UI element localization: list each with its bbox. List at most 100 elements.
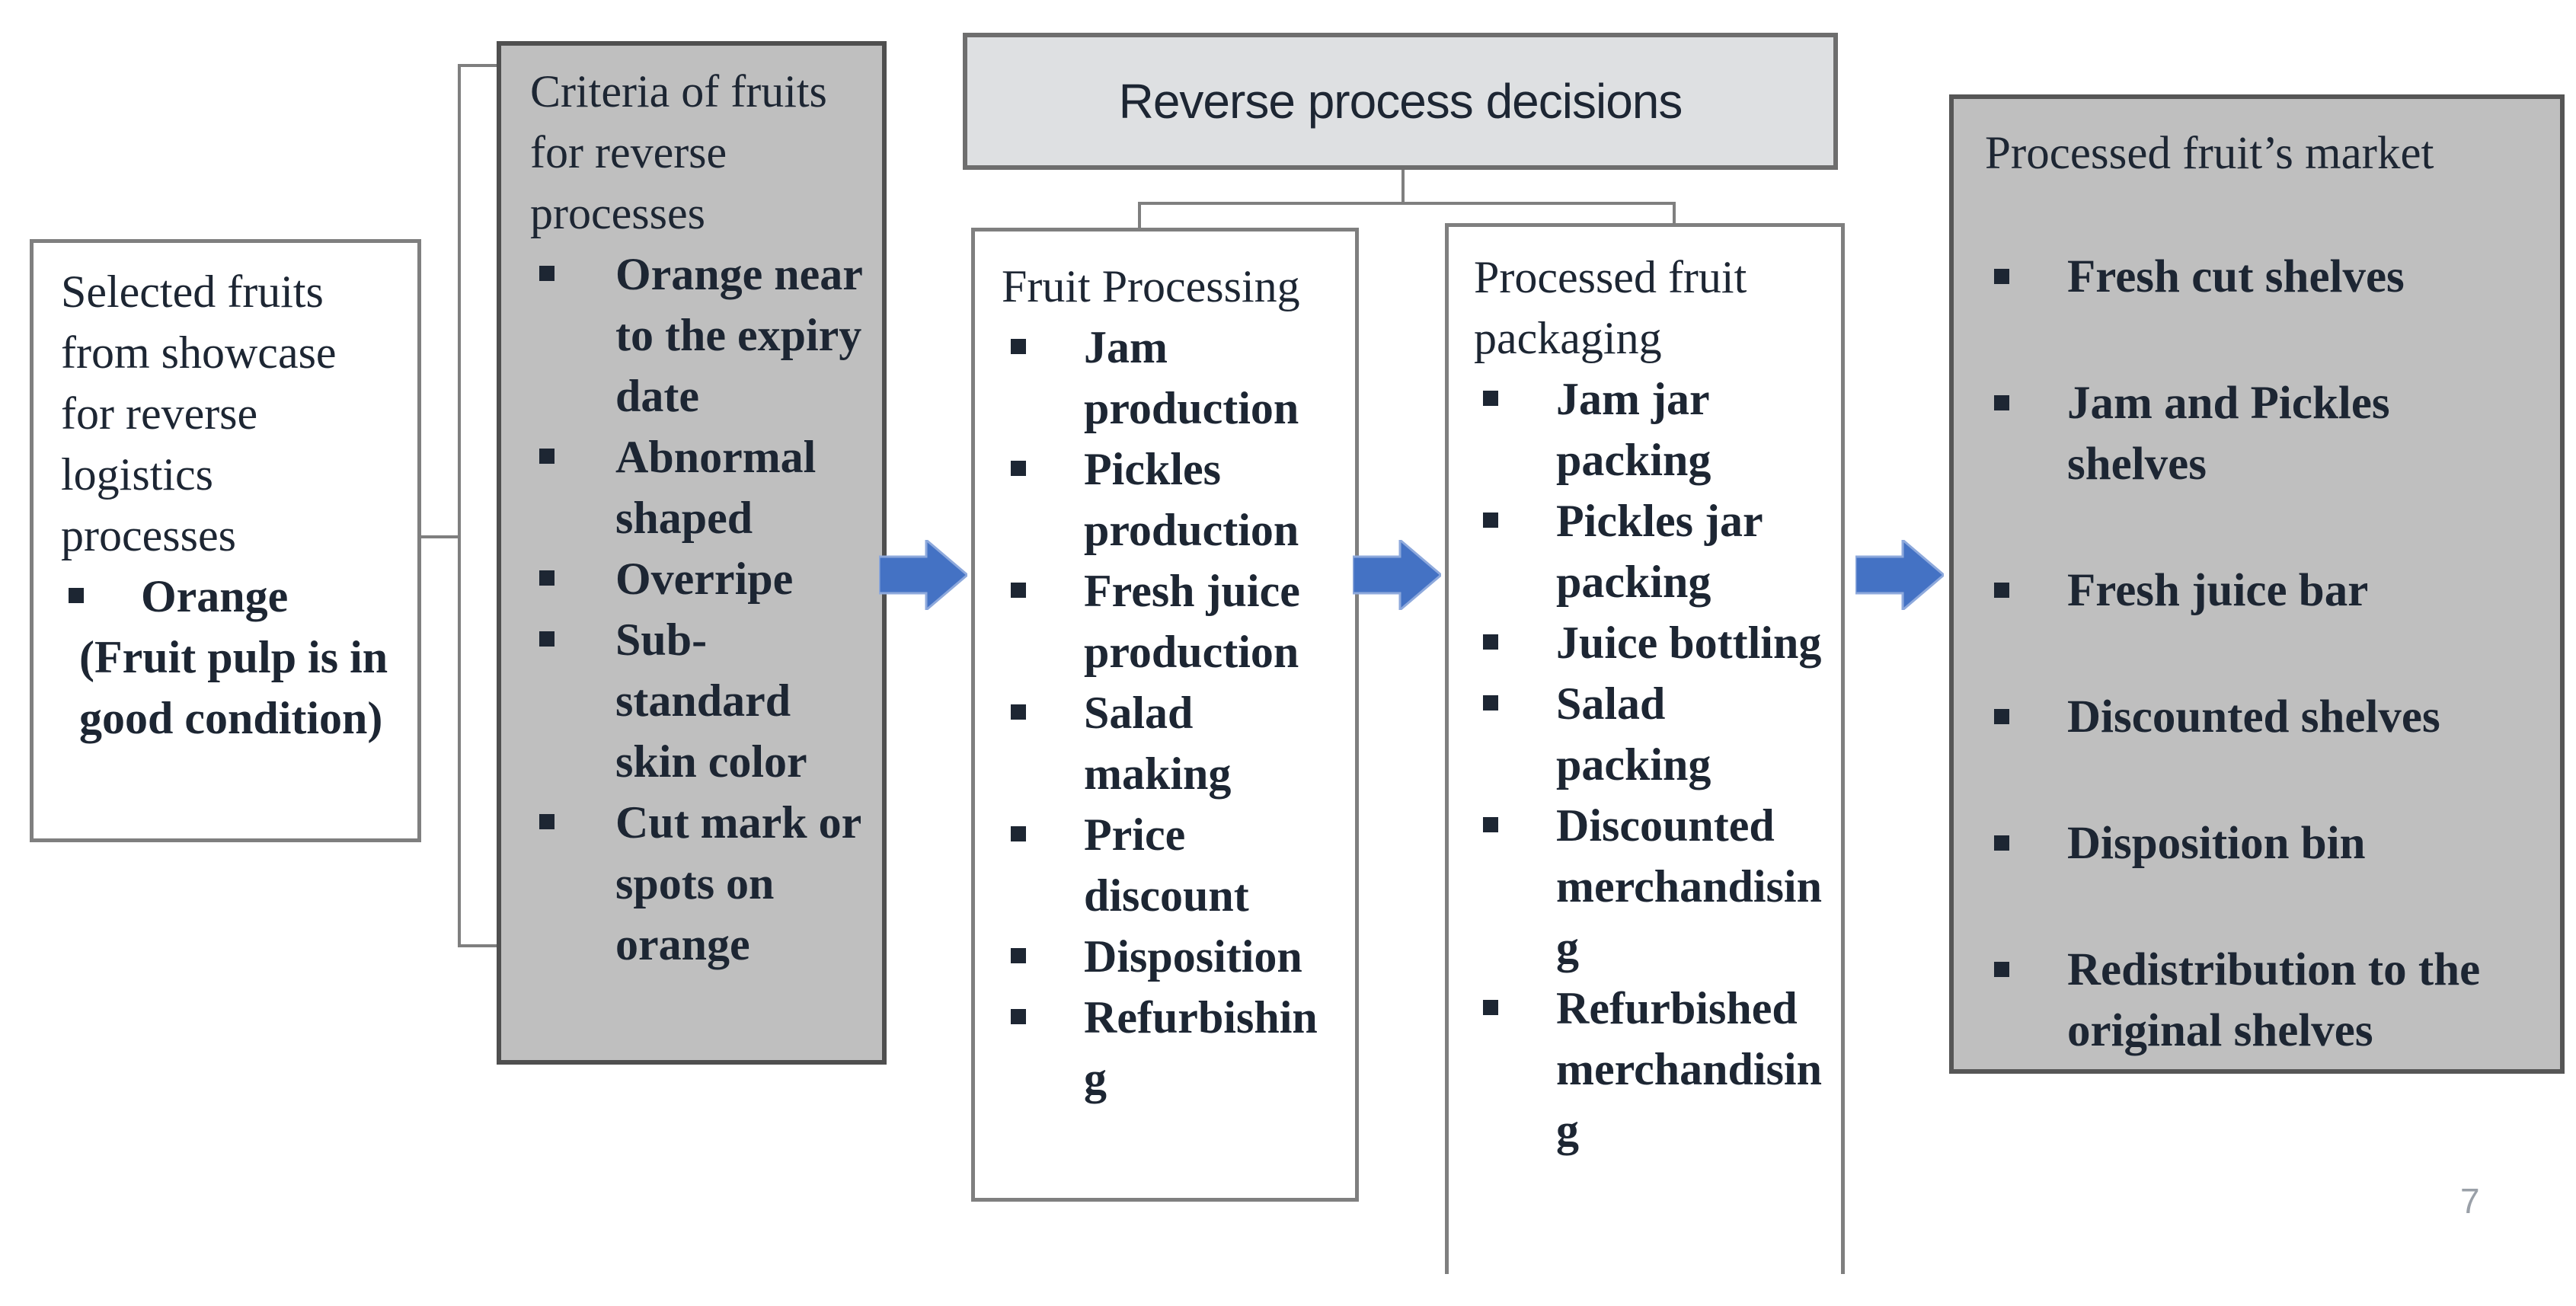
decisions-connector-horizontal xyxy=(1138,202,1676,205)
list-item: Fresh juice production xyxy=(1002,560,1328,682)
bullet-square-icon xyxy=(539,631,555,647)
slide-page-number: 7 xyxy=(2460,1181,2480,1221)
selected-fruits-box: Selected fruits from showcase for revers… xyxy=(30,239,421,842)
list-item: Salad packing xyxy=(1474,673,1822,795)
list-item-text: Discounted shelves xyxy=(2067,691,2440,742)
selected-fruits-note: (Fruit pulp is in good condition) xyxy=(79,632,388,743)
processed-fruit-packaging-list: Jam jar packing Pickles jar packing Juic… xyxy=(1474,369,1822,1161)
list-item-text: Salad packing xyxy=(1556,679,1711,790)
fruit-processing-box: Fruit Processing Jam production Pickles … xyxy=(971,228,1359,1202)
criteria-box: Criteria of fruits for reverse processes… xyxy=(497,41,887,1065)
list-item-text: Jam production xyxy=(1084,322,1299,433)
list-item: Redistribution to the original shelves xyxy=(1985,940,2530,1062)
bullet-square-icon xyxy=(1011,583,1026,598)
selected-fruits-title: Selected fruits from showcase for revers… xyxy=(61,267,337,560)
reverse-process-decisions-box: Reverse process decisions xyxy=(963,33,1838,170)
bullet-square-icon xyxy=(539,266,555,281)
list-item-text: Fresh juice production xyxy=(1084,566,1300,677)
list-item-text: Redistribution to the original shelves xyxy=(2067,944,2481,1056)
list-item: Juice bottling xyxy=(1474,612,1822,673)
criteria-title: Criteria of fruits for reverse processes xyxy=(530,66,827,238)
list-item-text: Sub-standard skin color xyxy=(615,615,807,787)
processed-fruit-packaging-box: Processed fruit packaging Jam jar packin… xyxy=(1445,223,1845,1274)
processed-fruits-market-title: Processed fruit’s market xyxy=(1985,128,2434,179)
flow-arrow-icon xyxy=(1855,540,1944,610)
list-item-text: Juice bottling xyxy=(1556,618,1822,668)
list-item: Fresh cut shelves xyxy=(1985,247,2530,308)
connector-bracket-middle-stub xyxy=(420,535,461,538)
list-item: Jam and Pickles shelves xyxy=(1985,373,2530,495)
flow-arrow-icon xyxy=(1353,540,1441,610)
list-item-text: Fresh cut shelves xyxy=(2067,251,2405,302)
bullet-square-icon xyxy=(1011,948,1026,963)
bullet-square-icon xyxy=(1011,461,1026,476)
fruit-processing-title: Fruit Processing xyxy=(1002,261,1300,311)
list-item: Refurbishing xyxy=(1002,987,1328,1109)
list-item: Disposition bin xyxy=(1985,813,2530,874)
bullet-square-icon xyxy=(1483,817,1498,832)
bullet-square-icon xyxy=(1994,709,2009,724)
decisions-connector-drop-right xyxy=(1673,202,1676,226)
list-item-text: Fresh juice bar xyxy=(2067,565,2369,616)
bullet-square-icon xyxy=(1994,962,2009,977)
processed-fruits-market-list: Fresh cut shelves Jam and Pickles shelve… xyxy=(1985,247,2530,1062)
connector-bracket-top-stub xyxy=(458,64,497,67)
list-item: Disposition xyxy=(1002,926,1328,987)
list-item: Price discount xyxy=(1002,804,1328,926)
list-item-text: Discounted merchandising xyxy=(1556,800,1822,972)
list-item: Pickles jar packing xyxy=(1474,490,1822,612)
list-item-text: Cut mark or spots on orange xyxy=(615,797,861,969)
flow-arrow-icon xyxy=(879,540,967,610)
list-item-text: Jam and Pickles shelves xyxy=(2067,378,2390,490)
list-item: Jam jar packing xyxy=(1474,369,1822,490)
list-item-text: Disposition bin xyxy=(2067,818,2366,869)
list-item: Cut mark or spots on orange xyxy=(530,792,862,975)
processed-fruits-market-box: Processed fruit’s market Fresh cut shelv… xyxy=(1949,94,2565,1074)
bullet-square-icon xyxy=(1994,395,2009,410)
list-item-text: Abnormal shaped xyxy=(615,432,817,543)
list-item-text: Pickles jar packing xyxy=(1556,496,1763,607)
decisions-connector-stub xyxy=(1401,170,1405,205)
processed-fruit-packaging-title: Processed fruit packaging xyxy=(1474,252,1747,363)
list-item: Discounted merchandising xyxy=(1474,795,1822,978)
list-item: Sub-standard skin color xyxy=(530,609,862,792)
bullet-square-icon xyxy=(1011,826,1026,841)
bullet-square-icon xyxy=(1994,583,2009,598)
list-item-text: Price discount xyxy=(1084,809,1249,921)
list-item-text: Jam jar packing xyxy=(1556,374,1711,485)
connector-bracket-vertical xyxy=(458,64,461,947)
bullet-square-icon xyxy=(1011,704,1026,720)
list-item-text: Refurbishing xyxy=(1084,992,1318,1103)
list-item: Salad making xyxy=(1002,682,1328,804)
fruit-processing-list: Jam production Pickles production Fresh … xyxy=(1002,317,1328,1109)
bullet-square-icon xyxy=(69,588,84,603)
list-item: Overripe xyxy=(530,548,862,609)
list-item-text: Orange near to the expiry date xyxy=(615,249,862,421)
bullet-square-icon xyxy=(1994,835,2009,851)
reverse-process-decisions-label: Reverse process decisions xyxy=(1118,74,1683,129)
list-item: Orange xyxy=(61,566,392,627)
list-item-text: Orange xyxy=(141,571,289,621)
decisions-connector-drop-left xyxy=(1138,202,1141,231)
bullet-square-icon xyxy=(1011,339,1026,354)
list-item: Fresh juice bar xyxy=(1985,560,2530,621)
bullet-square-icon xyxy=(1994,269,2009,284)
list-item: Refurbished merchandising xyxy=(1474,978,1822,1161)
list-item: Abnormal shaped xyxy=(530,426,862,548)
list-item-text: Salad making xyxy=(1084,688,1232,799)
bullet-square-icon xyxy=(1011,1009,1026,1024)
list-item: Orange near to the expiry date xyxy=(530,244,862,426)
connector-bracket-bottom-stub xyxy=(458,944,497,947)
criteria-list: Orange near to the expiry date Abnormal … xyxy=(530,244,862,975)
list-item-text: Pickles production xyxy=(1084,444,1299,555)
list-item: Pickles production xyxy=(1002,439,1328,560)
bullet-square-icon xyxy=(1483,391,1498,406)
bullet-square-icon xyxy=(1483,634,1498,650)
bullet-square-icon xyxy=(1483,513,1498,528)
selected-fruits-list: Orange xyxy=(61,566,392,627)
bullet-square-icon xyxy=(539,570,555,586)
list-item-text: Refurbished merchandising xyxy=(1556,983,1822,1155)
bullet-square-icon xyxy=(1483,1000,1498,1015)
list-item-text: Overripe xyxy=(615,554,794,604)
